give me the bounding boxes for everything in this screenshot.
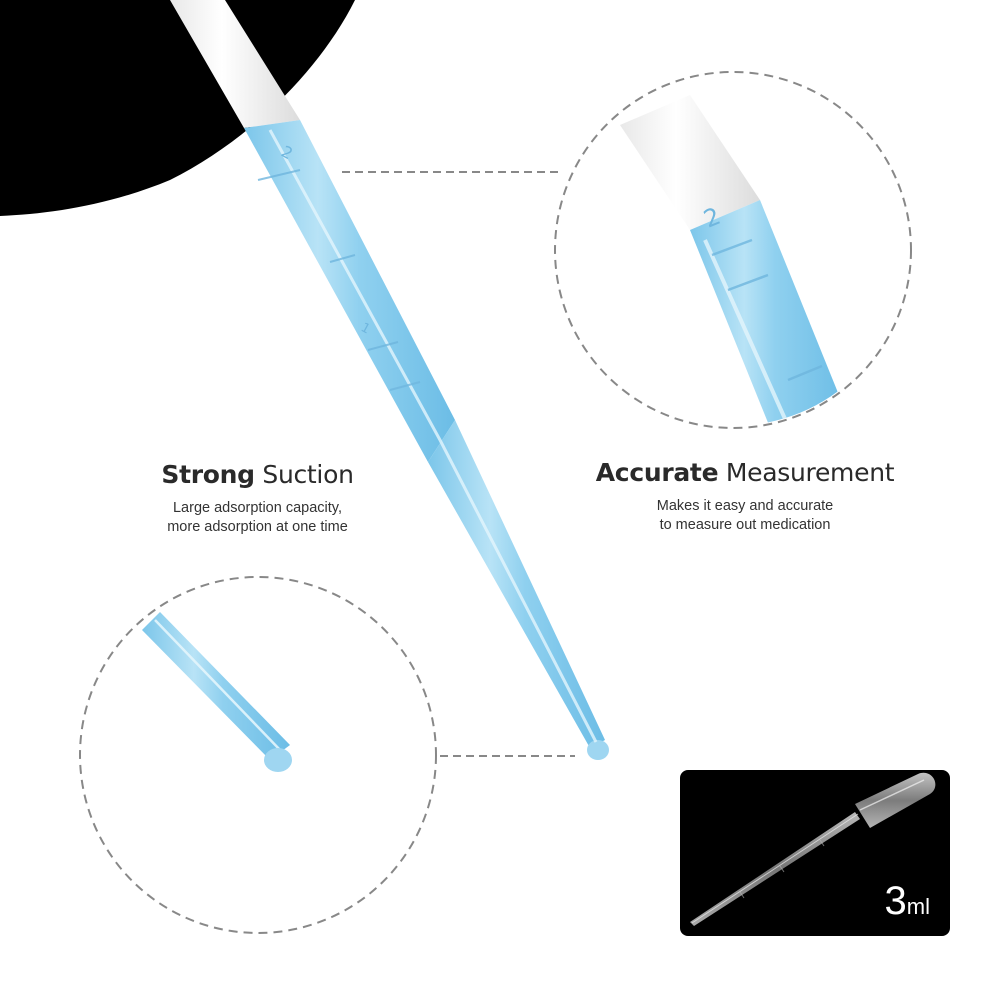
feature-title: Strong Suction [120, 460, 395, 489]
zoom-circle-tip [79, 576, 437, 934]
feature-desc-line: to measure out medication [659, 517, 831, 533]
feature-accurate-measurement: Accurate Measurement Makes it easy and a… [575, 458, 915, 535]
main-pipette: 2 1 [170, 0, 609, 760]
product-inset: 3ml [680, 770, 950, 936]
feature-title-bold: Strong [161, 460, 255, 489]
feature-description: Makes it easy and accurate to measure ou… [575, 497, 915, 535]
capacity-label: 3ml [885, 879, 930, 924]
feature-title-bold: Accurate [595, 458, 719, 487]
capacity-unit: ml [906, 894, 930, 919]
feature-desc-line: Large adsorption capacity, [172, 500, 342, 516]
feature-title-light: Measurement [725, 458, 895, 487]
dark-background-shape [0, 0, 355, 216]
transfer-pipette-icon [690, 772, 936, 926]
feature-title: Accurate Measurement [575, 458, 915, 487]
feature-desc-line: more adsorption at one time [167, 519, 348, 535]
zoom-circle-graduations: 2 [554, 71, 912, 429]
feature-strong-suction: Strong Suction Large adsorption capacity… [120, 460, 395, 537]
feature-description: Large adsorption capacity, more adsorpti… [120, 499, 395, 537]
feature-desc-line: Makes it easy and accurate [656, 498, 834, 514]
capacity-number: 3 [884, 879, 907, 923]
feature-title-light: Suction [262, 460, 354, 489]
